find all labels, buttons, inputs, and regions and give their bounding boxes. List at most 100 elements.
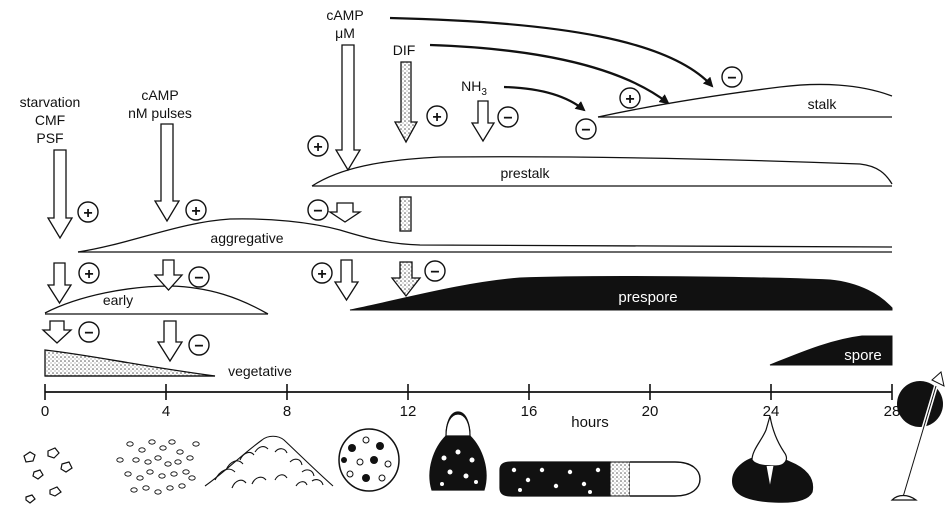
nh3-arrow bbox=[472, 101, 494, 141]
camp-um-label: cAMP bbox=[326, 7, 363, 23]
culminant-drawing bbox=[733, 416, 813, 502]
starvation-signal-label: starvation CMF PSF bbox=[20, 94, 81, 146]
nm-pulses-label: nM pulses bbox=[128, 105, 192, 121]
svg-text:+: + bbox=[191, 203, 200, 220]
svg-text:−: − bbox=[313, 203, 322, 220]
plus-symbol-early: + bbox=[79, 263, 99, 283]
stalk-label: stalk bbox=[808, 96, 838, 112]
camp-um-arrow bbox=[336, 45, 360, 170]
cell-shape bbox=[149, 440, 155, 444]
cell-shape bbox=[117, 458, 123, 462]
svg-text:−: − bbox=[581, 122, 590, 139]
aggregative-label: aggregative bbox=[210, 230, 283, 246]
plus-symbol-dif: + bbox=[427, 106, 447, 126]
time-axis-unit-label: hours bbox=[571, 414, 609, 431]
svg-text:+: + bbox=[625, 91, 634, 108]
psf-label: PSF bbox=[36, 130, 63, 146]
aggregative-baseline bbox=[78, 252, 892, 253]
svg-text:+: + bbox=[84, 266, 93, 283]
cell-shape bbox=[155, 490, 161, 494]
camp-to-stalk-arrow bbox=[390, 18, 712, 86]
camp-pulses-label: cAMP bbox=[141, 87, 178, 103]
cell-shape bbox=[131, 488, 137, 492]
early-repression-arrow bbox=[155, 260, 182, 290]
fruiting-body-drawing bbox=[892, 372, 944, 500]
minus-symbol-aggregative: − bbox=[308, 200, 328, 220]
starvation-label: starvation bbox=[20, 94, 81, 110]
minus-symbol-vegetative: − bbox=[189, 335, 209, 355]
vegetative-repression-small-arrow bbox=[43, 321, 71, 343]
svg-text:+: + bbox=[313, 139, 322, 156]
axis-tick-label: 20 bbox=[642, 403, 659, 420]
plus-symbol-stalk-dif: + bbox=[620, 88, 640, 108]
axis-tick-label: 0 bbox=[41, 403, 49, 420]
camp-um-signal-label: cAMP μM bbox=[326, 7, 363, 41]
cell-shape bbox=[193, 442, 199, 446]
svg-text:−: − bbox=[84, 325, 93, 342]
aggregative-curve bbox=[78, 219, 892, 252]
cell-shape bbox=[183, 470, 189, 474]
plus-symbol-camp-um: + bbox=[308, 136, 328, 156]
early-label: early bbox=[103, 292, 133, 308]
minus-symbol-stalk-camp: − bbox=[722, 67, 742, 87]
cell-shape bbox=[167, 486, 173, 490]
prestalk-curve bbox=[312, 157, 892, 186]
tight-aggregate-drawing bbox=[339, 429, 399, 491]
early-induction-arrow bbox=[48, 263, 71, 303]
camp-pulses-signal-label: cAMP nM pulses bbox=[128, 87, 192, 121]
camp-pulses-arrow bbox=[155, 124, 179, 221]
dif-arrow bbox=[395, 62, 417, 142]
cell-shape bbox=[179, 484, 185, 488]
cell-shape bbox=[143, 486, 149, 490]
axis-tick-label: 24 bbox=[763, 403, 780, 420]
prestalk-label: prestalk bbox=[500, 165, 550, 181]
prespore-dif-arrow bbox=[392, 262, 420, 296]
spore-label: spore bbox=[844, 347, 882, 364]
tipped-mound-drawing bbox=[430, 412, 486, 490]
cell-shape bbox=[127, 442, 133, 446]
cmf-label: CMF bbox=[35, 112, 65, 128]
aggregative-repression-arrow bbox=[330, 203, 360, 222]
vegetative-repression-arrow bbox=[158, 321, 182, 361]
migrating-slug-drawing bbox=[500, 462, 700, 496]
cell-shape bbox=[159, 474, 165, 478]
cell-shape bbox=[160, 446, 166, 450]
aggregating-cells-drawing bbox=[117, 440, 199, 494]
minus-symbol-vegetative-small: − bbox=[79, 322, 99, 342]
early-curve bbox=[45, 286, 268, 314]
nh3-to-stalk-arrow bbox=[504, 87, 584, 110]
um-label: μM bbox=[335, 25, 355, 41]
svg-text:−: − bbox=[503, 110, 512, 127]
cell-shape bbox=[189, 476, 195, 480]
cell-shape bbox=[133, 458, 139, 462]
starvation-arrow bbox=[48, 150, 72, 238]
cell-shape bbox=[125, 472, 131, 476]
minus-symbol-prespore-dif: − bbox=[425, 261, 445, 281]
svg-text:−: − bbox=[194, 270, 203, 287]
minus-symbol-stalk-nh3: − bbox=[576, 119, 596, 139]
cell-shape bbox=[171, 472, 177, 476]
plus-symbol-camp-pulses: + bbox=[186, 200, 206, 220]
cell-shape bbox=[155, 456, 161, 460]
cell-shape bbox=[177, 450, 183, 454]
prespore-induction-arrow bbox=[335, 260, 358, 300]
axis-tick-label: 12 bbox=[400, 403, 417, 420]
svg-text:−: − bbox=[727, 70, 736, 87]
plus-symbol-starvation: + bbox=[78, 202, 98, 222]
plus-symbol-prespore: + bbox=[312, 263, 332, 283]
axis-tick-label: 4 bbox=[162, 403, 170, 420]
scattered-cells-drawing bbox=[24, 448, 72, 503]
vegetative-label: vegetative bbox=[228, 363, 292, 379]
dif-label: DIF bbox=[393, 42, 416, 58]
axis-tick-label: 16 bbox=[521, 403, 538, 420]
minus-symbol-nh3: − bbox=[498, 107, 518, 127]
cell-shape bbox=[187, 456, 193, 460]
svg-text:+: + bbox=[83, 205, 92, 222]
cell-shape bbox=[169, 440, 175, 444]
svg-text:+: + bbox=[317, 266, 326, 283]
minus-symbol-early: − bbox=[189, 267, 209, 287]
cell-shape bbox=[147, 470, 153, 474]
cell-shape bbox=[139, 448, 145, 452]
